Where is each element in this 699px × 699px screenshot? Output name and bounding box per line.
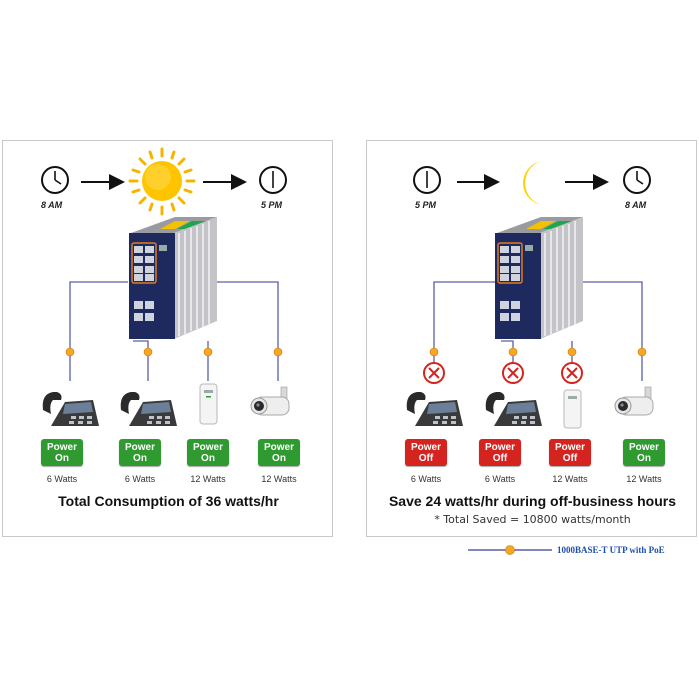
device-wattage: 12 Watts bbox=[261, 474, 297, 484]
clock-icon bbox=[259, 166, 287, 194]
device-wattage: 6 Watts bbox=[484, 474, 516, 484]
clock-icon bbox=[41, 166, 69, 194]
power-status-badge: Power On bbox=[119, 439, 161, 466]
consumption-summary: Total Consumption of 36 watts/hr bbox=[58, 493, 279, 509]
device-wattage: 6 Watts bbox=[410, 474, 442, 484]
access-point-icon bbox=[563, 389, 582, 429]
power-state: On bbox=[133, 452, 147, 464]
device-wattage: 12 Watts bbox=[190, 474, 226, 484]
power-state: On bbox=[272, 452, 286, 464]
power-cut-icon bbox=[561, 362, 583, 384]
power-state: On bbox=[637, 452, 651, 464]
moon-icon bbox=[523, 161, 545, 205]
nighttime-panel: 5 PM 8 AM Power Off Power Off Power Off … bbox=[366, 140, 697, 537]
power-label: Power bbox=[484, 441, 515, 453]
daytime-diagram bbox=[41, 147, 290, 426]
ip-phone-icon bbox=[120, 392, 177, 426]
poe-switch-icon bbox=[495, 217, 583, 339]
clock-icon bbox=[413, 166, 441, 194]
power-status-badge: Power On bbox=[187, 439, 229, 466]
power-status-badge: Power On bbox=[623, 439, 665, 466]
power-status-badge: Power On bbox=[41, 439, 83, 466]
total-saved-note: * Total Saved = 10800 watts/month bbox=[434, 513, 631, 526]
savings-summary: Save 24 watts/hr during off-business hou… bbox=[388, 493, 677, 509]
power-state: Off bbox=[562, 452, 578, 464]
ip-phone-icon bbox=[406, 392, 463, 426]
device-wattage: 12 Watts bbox=[626, 474, 662, 484]
device-wattage: 6 Watts bbox=[46, 474, 78, 484]
power-state: Off bbox=[418, 452, 434, 464]
start-time-label: 5 PM bbox=[415, 200, 437, 210]
nighttime-diagram bbox=[406, 161, 654, 429]
power-status-badge: Power On bbox=[258, 439, 300, 466]
ip-camera-icon bbox=[250, 386, 290, 416]
power-label: Power bbox=[46, 441, 77, 453]
power-cut-icon bbox=[423, 362, 445, 384]
end-time-label: 5 PM bbox=[261, 200, 283, 210]
daytime-panel: 8 AM 5 PM Power On Power On Power On Pow… bbox=[2, 140, 333, 537]
power-label: Power bbox=[124, 441, 155, 453]
power-state: On bbox=[55, 452, 69, 464]
device-wattage: 6 Watts bbox=[124, 474, 156, 484]
power-label: Power bbox=[628, 441, 659, 453]
power-status-badge: Power Off bbox=[405, 439, 447, 466]
power-label: Power bbox=[554, 441, 585, 453]
ip-phone-icon bbox=[485, 392, 542, 426]
poe-indicator-dots bbox=[65, 347, 283, 357]
power-label: Power bbox=[410, 441, 441, 453]
ip-phone-icon bbox=[42, 392, 99, 426]
legend-label: 1000BASE-T UTP with PoE bbox=[557, 545, 665, 555]
power-state: On bbox=[201, 452, 215, 464]
ip-camera-icon bbox=[614, 386, 654, 416]
start-time-label: 8 AM bbox=[41, 200, 63, 210]
power-status-badge: Power Off bbox=[549, 439, 591, 466]
power-status-badge: Power Off bbox=[479, 439, 521, 466]
legend-cable-swatch bbox=[468, 545, 552, 555]
poe-switch-icon bbox=[129, 217, 217, 339]
end-time-label: 8 AM bbox=[625, 200, 647, 210]
power-state: Off bbox=[492, 452, 508, 464]
power-label: Power bbox=[263, 441, 294, 453]
clock-icon bbox=[623, 166, 651, 194]
power-cut-icon bbox=[502, 362, 524, 384]
sun-icon bbox=[128, 147, 196, 216]
device-wattage: 12 Watts bbox=[552, 474, 588, 484]
access-point-icon bbox=[199, 383, 218, 425]
poe-indicator-dots bbox=[429, 347, 647, 357]
power-label: Power bbox=[192, 441, 223, 453]
